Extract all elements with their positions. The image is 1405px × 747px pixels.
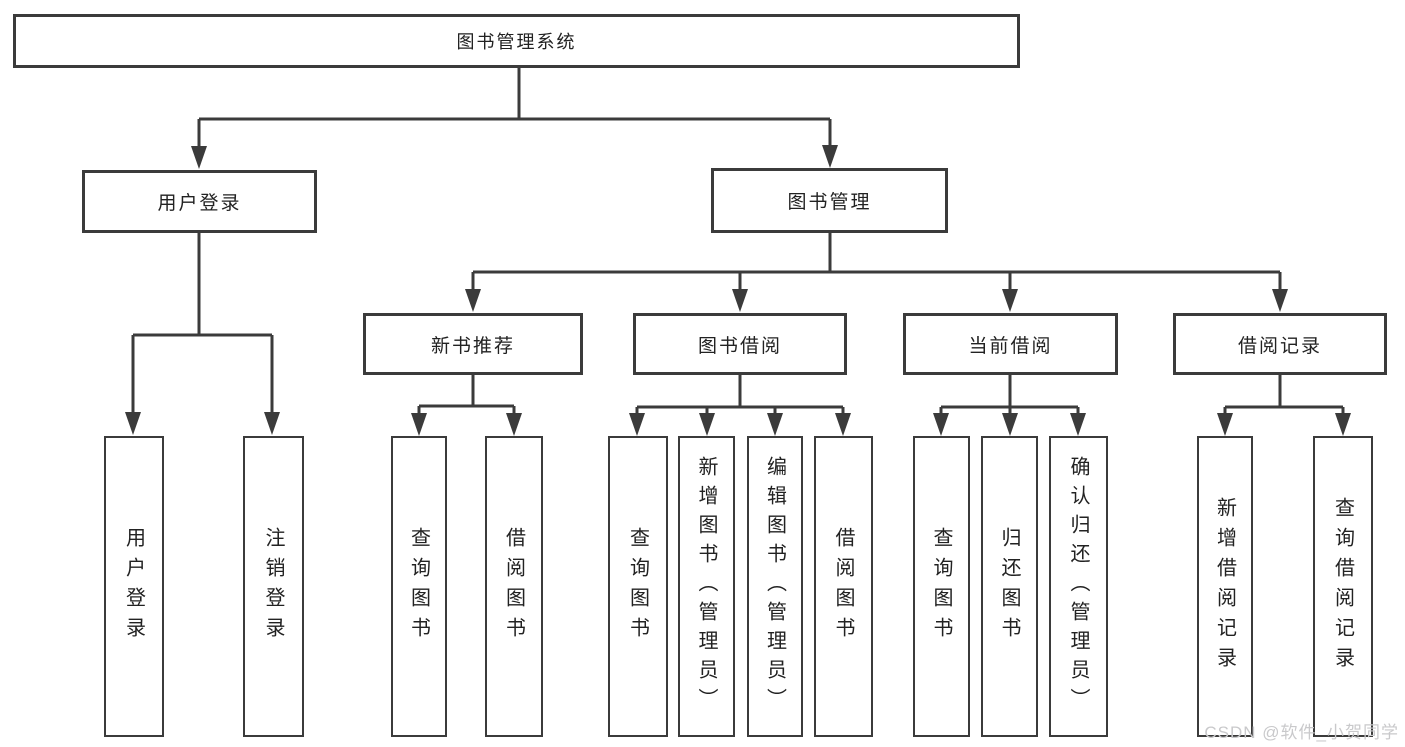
leaf-borrow-book-borrow: 借阅图书 xyxy=(814,436,873,737)
leaf-return-book-label: 归还图书 xyxy=(998,526,1020,647)
node-current-borrowing: 当前借阅 xyxy=(903,313,1118,375)
leaf-borrow-book-recommend: 借阅图书 xyxy=(485,436,543,737)
leaf-query-book-recommend: 查询图书 xyxy=(391,436,447,737)
node-new-book-recommend: 新书推荐 xyxy=(363,313,583,375)
leaf-logout: 注销登录 xyxy=(243,436,304,737)
leaf-logout-label: 注销登录 xyxy=(262,526,284,647)
leaf-add-book-admin: 新增图书（管理员） xyxy=(678,436,735,737)
leaf-query-book-recommend-label: 查询图书 xyxy=(407,526,430,647)
leaf-return-book: 归还图书 xyxy=(981,436,1038,737)
node-new-book-recommend-label: 新书推荐 xyxy=(430,335,515,357)
leaf-query-book-current: 查询图书 xyxy=(913,436,970,737)
leaf-query-borrow-record-label: 查询借阅记录 xyxy=(1331,496,1354,677)
leaf-add-book-admin-label: 新增图书（管理员） xyxy=(695,456,717,717)
leaf-query-book-borrow: 查询图书 xyxy=(608,436,668,737)
leaf-user-login: 用户登录 xyxy=(104,436,164,737)
leaf-query-book-current-label: 查询图书 xyxy=(930,526,952,647)
leaf-edit-book-admin-label: 编辑图书（管理员） xyxy=(763,456,786,717)
leaf-confirm-return-admin-label: 确认归还（管理员） xyxy=(1067,456,1089,717)
node-book-management: 图书管理 xyxy=(711,168,948,233)
leaf-query-borrow-record: 查询借阅记录 xyxy=(1313,436,1373,737)
node-book-borrowing: 图书借阅 xyxy=(633,313,847,375)
node-root-system: 图书管理系统 xyxy=(13,14,1020,68)
node-book-management-label: 图书管理 xyxy=(787,192,872,213)
leaf-add-borrow-record-label: 新增借阅记录 xyxy=(1213,496,1236,677)
leaf-add-borrow-record: 新增借阅记录 xyxy=(1197,436,1253,737)
node-user-login: 用户登录 xyxy=(82,170,317,233)
node-user-login-label: 用户登录 xyxy=(157,193,242,214)
node-borrowing-records: 借阅记录 xyxy=(1173,313,1387,375)
node-root-label: 图书管理系统 xyxy=(456,32,577,52)
node-current-borrowing-label: 当前借阅 xyxy=(968,335,1053,357)
node-book-borrowing-label: 图书借阅 xyxy=(697,335,782,357)
leaf-confirm-return-admin: 确认归还（管理员） xyxy=(1049,436,1108,737)
csdn-watermark: CSDN @软件_小贺同学 xyxy=(1204,723,1399,742)
leaf-edit-book-admin: 编辑图书（管理员） xyxy=(747,436,803,737)
leaf-query-book-borrow-label: 查询图书 xyxy=(626,526,649,647)
leaf-borrow-book-borrow-label: 借阅图书 xyxy=(832,526,854,647)
leaf-user-login-label: 用户登录 xyxy=(122,526,145,647)
leaf-borrow-book-recommend-label: 借阅图书 xyxy=(502,526,525,647)
node-borrowing-records-label: 借阅记录 xyxy=(1237,335,1322,357)
